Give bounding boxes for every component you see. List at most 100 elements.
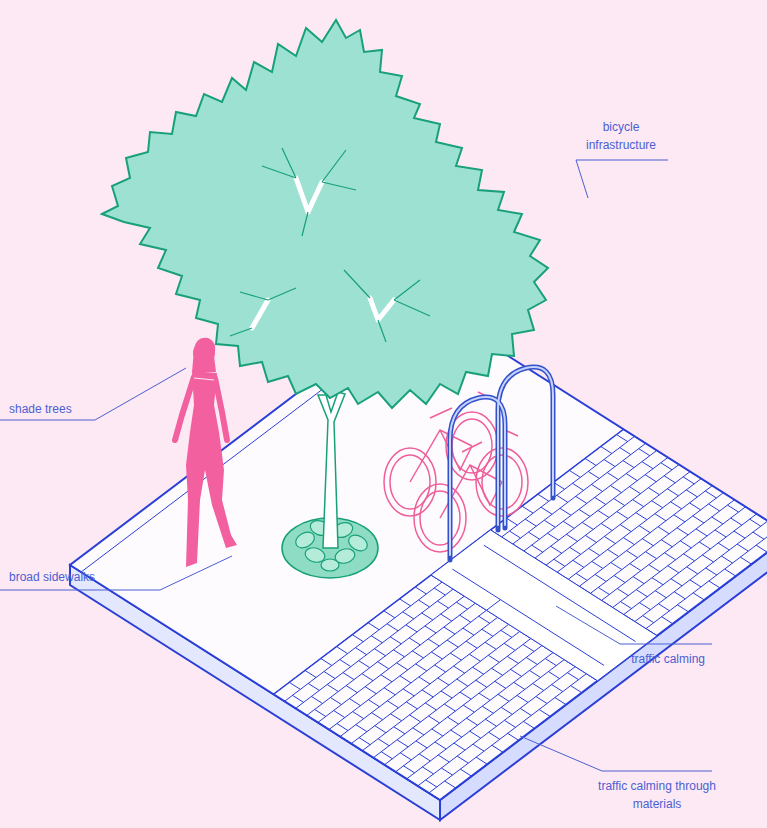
brick-joint [418,667,576,786]
brick-joint [315,709,326,716]
brick-joint [566,534,577,541]
tree-canopy [102,20,548,408]
brick-joint [571,686,582,693]
brick-joint [572,483,583,490]
brick-joint [525,519,536,526]
brick-joint [750,519,761,526]
brick-joint [601,523,612,530]
brick-joint [285,582,443,701]
brick-joint [526,657,537,664]
brick-joint [731,518,742,525]
brick-joint [368,623,379,630]
brick-joint [643,616,654,623]
brick-joint [614,576,625,583]
brick-joint [396,653,553,772]
brick-joint [546,465,679,566]
brick-joint [533,683,544,690]
brick-joint [507,656,518,663]
callout-label: traffic calming [630,650,705,668]
brick-joint [655,514,666,521]
brick-joint [393,650,404,657]
brick-joint [646,528,767,629]
brick-joint [410,715,421,722]
brick-joint [460,769,471,776]
brick-joint [756,545,767,552]
brick-joint [617,435,628,442]
brick-joint [445,781,456,788]
speed-hump [431,530,657,681]
brick-joint [329,610,487,729]
brick-joint [677,528,688,535]
brick-joint [479,693,490,700]
brick-joint [520,708,531,715]
brick-joint [627,551,638,558]
brick-joint [569,470,580,477]
brick-joint [381,675,392,682]
brick-joint [292,695,303,702]
brick-joint [378,739,389,746]
brick-joint [601,446,612,453]
brick-joint [457,679,468,686]
brick-joint [545,659,556,666]
brick-joint [296,589,454,708]
brick-joint [409,638,420,645]
brick-joint [441,768,452,775]
brick-joint [705,491,716,498]
brick-joint [479,616,490,623]
brick-joint [671,579,682,586]
brick-joint [387,624,398,631]
brick-joint [725,569,736,576]
brick-joint [626,474,637,481]
brick-joint [555,698,566,705]
brick-joint [649,565,660,572]
brick-joint [633,500,644,507]
brick-joint [437,601,448,608]
brick-joint [308,683,319,690]
brick-joint [438,755,449,762]
brick-joint [610,486,621,493]
brick-joint [451,730,462,737]
brick-joint [346,686,357,693]
brick-joint [573,560,584,567]
brick-joint [406,625,417,632]
brick-joint [362,674,373,681]
brick-joint [620,448,631,455]
brick-joint [585,535,596,542]
brick-joint [387,701,398,708]
leader-lines [0,160,712,771]
brick-joint [528,532,539,539]
brick-joint [375,726,386,733]
brick-joint [539,709,550,716]
brick-joint [639,603,650,610]
brick-joint [429,674,587,793]
brick-joint [607,473,618,480]
brick-joint [642,462,653,469]
brick-joint [693,516,704,523]
brick-joint [431,652,442,659]
brick-joint [488,655,499,662]
brick-joint [592,561,603,568]
brick-joint [602,500,735,601]
brick-joint [541,507,552,514]
brick-joint [661,463,672,470]
brick-joint [400,753,411,760]
brick-joint [655,591,666,598]
brick-joint [324,671,335,678]
brick-joint [340,660,351,667]
brick-joint [667,489,678,496]
brick-joint [674,515,685,522]
tree-twigs [230,148,430,342]
brick-joint [434,588,445,595]
brick-joint [522,506,533,513]
brick-joint [454,743,465,750]
callout-label: shade trees [9,400,99,418]
brick-joint [422,767,433,774]
brick-joint [403,689,414,696]
brick-joint [362,631,520,750]
brick-joint [664,476,675,483]
brick-joint [391,714,402,721]
brick-joint [476,757,487,764]
brick-joint [588,471,599,478]
brick-joint [552,685,563,692]
